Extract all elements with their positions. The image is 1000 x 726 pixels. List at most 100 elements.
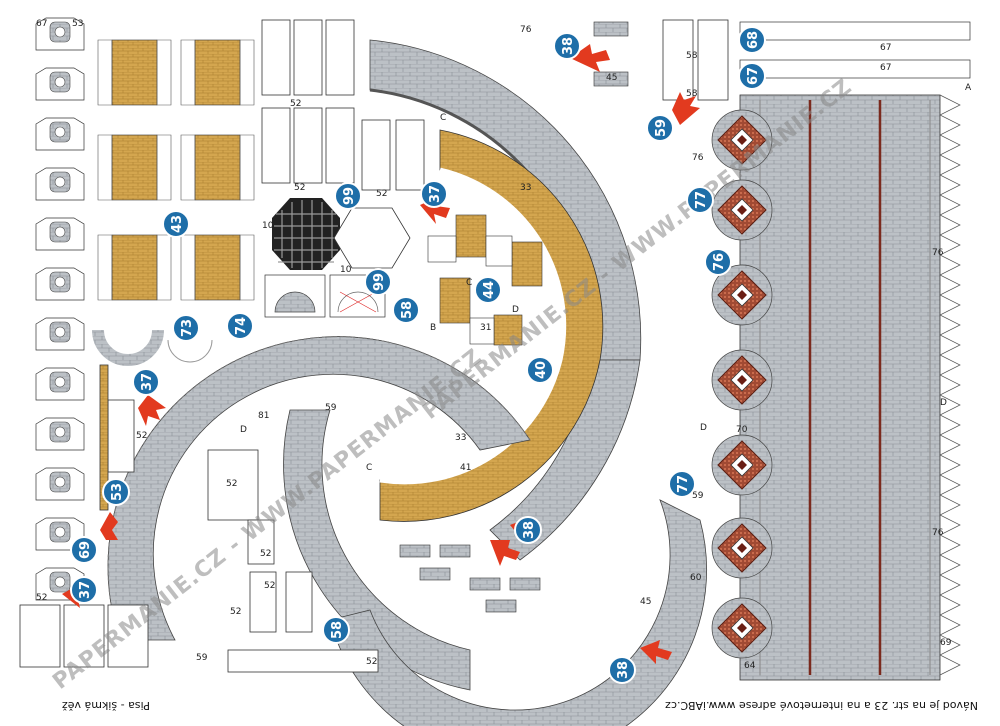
badge-67: 67 [738, 62, 766, 90]
svg-text:70: 70 [736, 425, 748, 435]
svg-text:D: D [940, 398, 947, 408]
badge-number: 40 [534, 361, 549, 379]
badge-number: 74 [234, 317, 249, 335]
badge-number: 77 [694, 191, 709, 209]
badge-69: 69 [70, 536, 98, 564]
badge-58: 58 [392, 296, 420, 324]
tab-piece [35, 267, 85, 301]
stone-blocks [399, 21, 629, 613]
tab-piece [35, 317, 85, 351]
badge-40: 40 [526, 356, 554, 384]
badge-number: 44 [482, 281, 497, 299]
svg-text:52: 52 [136, 431, 147, 441]
svg-text:10: 10 [262, 221, 274, 231]
badge-number: 53 [110, 483, 125, 501]
badge-43: 43 [162, 210, 190, 238]
badge-37: 37 [420, 180, 448, 208]
badge-73: 73 [172, 314, 200, 342]
svg-text:67: 67 [880, 63, 891, 73]
diamond-window [711, 109, 773, 171]
svg-text:67: 67 [36, 19, 47, 29]
badge-number: 58 [400, 301, 415, 319]
svg-text:76: 76 [692, 153, 704, 163]
badge-number: 76 [712, 253, 727, 271]
badge-number: 67 [746, 67, 761, 85]
svg-text:59: 59 [325, 403, 337, 413]
tab-piece [35, 217, 85, 251]
badge-53: 53 [102, 478, 130, 506]
svg-text:45: 45 [640, 597, 651, 607]
diamond-window [711, 179, 773, 241]
svg-text:53: 53 [72, 19, 83, 29]
tab-piece [35, 417, 85, 451]
dimension-labels: 67 53 52 52 52 58 58 45 10 10 67 67 A A … [36, 19, 972, 671]
svg-text:58: 58 [686, 89, 698, 99]
tab-piece [35, 367, 85, 401]
svg-text:76: 76 [932, 248, 944, 258]
badge-38: 38 [608, 656, 636, 684]
tab-piece [35, 17, 85, 51]
badge-77: 77 [668, 470, 696, 498]
wooden-window-pieces [97, 39, 255, 301]
diamond-window [711, 264, 773, 326]
svg-text:69: 69 [940, 638, 952, 648]
badge-44: 44 [474, 276, 502, 304]
badge-number: 58 [330, 621, 345, 639]
svg-text:31: 31 [480, 323, 491, 333]
diamond-window [711, 597, 773, 659]
badge-59: 59 [646, 114, 674, 142]
badge-number: 38 [522, 521, 537, 539]
svg-text:C: C [366, 463, 372, 473]
svg-text:B: B [430, 323, 436, 333]
badge-99: 99 [334, 182, 362, 210]
svg-text:59: 59 [196, 653, 208, 663]
svg-text:52: 52 [226, 479, 237, 489]
svg-text:A: A [965, 83, 972, 93]
tab-column [35, 17, 85, 601]
badge-38: 38 [553, 32, 581, 60]
badge-number: 69 [78, 541, 93, 559]
svg-text:D: D [512, 305, 519, 315]
svg-text:76: 76 [932, 528, 944, 538]
svg-text:33: 33 [455, 433, 466, 443]
tower-wall-panel [711, 21, 971, 681]
badge-number: 37 [78, 581, 93, 599]
svg-text:D: D [700, 423, 707, 433]
tab-piece [35, 467, 85, 501]
grated-octagon-window [272, 198, 411, 270]
badge-number: 99 [372, 273, 387, 291]
badge-37: 37 [70, 576, 98, 604]
badge-74: 74 [226, 312, 254, 340]
svg-text:81: 81 [258, 411, 269, 421]
badge-38: 38 [514, 516, 542, 544]
svg-text:52: 52 [376, 189, 387, 199]
svg-text:52: 52 [260, 549, 271, 559]
badge-number: 68 [746, 31, 761, 49]
diamond-window [711, 434, 773, 496]
part-badges: 38 68 67 59 99 37 43 77 76 99 44 73 74 58 40 37 53 69 37 38… [70, 26, 766, 684]
svg-text:45: 45 [606, 73, 617, 83]
svg-text:52: 52 [366, 657, 377, 667]
badge-number: 59 [654, 119, 669, 137]
badge-37: 37 [132, 368, 160, 396]
white-panels-top [261, 19, 729, 191]
svg-text:52: 52 [294, 183, 305, 193]
badge-number: 99 [342, 187, 357, 205]
svg-text:76: 76 [520, 25, 532, 35]
svg-text:C: C [440, 113, 446, 123]
badge-number: 37 [140, 373, 155, 391]
badge-77: 77 [686, 186, 714, 214]
svg-text:52: 52 [36, 593, 47, 603]
svg-text:D: D [240, 425, 247, 435]
badge-number: 43 [170, 215, 185, 233]
svg-text:52: 52 [230, 607, 241, 617]
arch-pieces [92, 274, 386, 366]
svg-text:52: 52 [290, 99, 301, 109]
svg-text:41: 41 [460, 463, 471, 473]
tab-piece [35, 167, 85, 201]
diamond-window [711, 517, 773, 579]
svg-text:52: 52 [264, 581, 275, 591]
diamond-window [711, 349, 773, 411]
badge-number: 37 [428, 185, 443, 203]
